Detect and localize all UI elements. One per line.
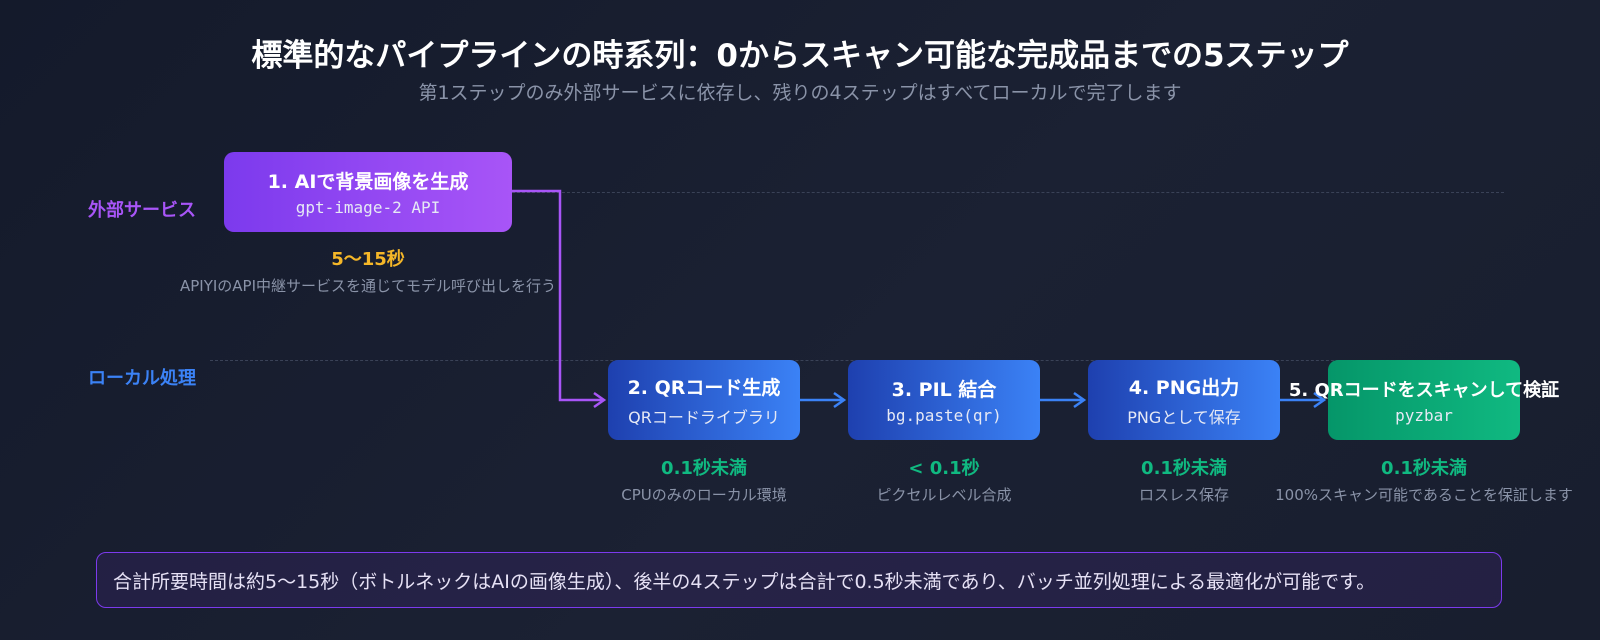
step-3-sub: bg.paste(qr) — [886, 406, 1002, 425]
step-4-timing: 0.1秒未満 — [1141, 458, 1227, 479]
arrow-head-step2 — [593, 391, 607, 409]
step-3-node: 3. PIL 結合 bg.paste(qr) — [848, 360, 1040, 440]
step-5-timing: 0.1秒未満 — [1381, 458, 1467, 479]
step-5-node: 5. QRコードをスキャンして検証 pyzbar — [1289, 360, 1559, 440]
step-3-note: ピクセルレベル合成 — [876, 486, 1012, 504]
summary-box: 合計所要時間は約5～15秒（ボトルネックはAIの画像生成）、後半の4ステップは合… — [96, 552, 1502, 608]
step-1-sub: gpt-image-2 API — [295, 198, 441, 217]
arrow-head-step3 — [833, 391, 847, 409]
step-4-note: ロスレス保存 — [1138, 486, 1229, 504]
arrow-head-step5 — [1313, 391, 1327, 409]
page-title: 標準的なパイプラインの時系列：0からスキャン可能な完成品までの5ステップ — [251, 38, 1349, 74]
step-2-node: 2. QRコード生成 QRコードライブラリ — [608, 360, 800, 440]
step-2-sub: QRコードライブラリ — [628, 407, 780, 427]
step-3-timing: < 0.1秒 — [908, 458, 980, 479]
summary-text: 合計所要時間は約5～15秒（ボトルネックはAIの画像生成）、後半の4ステップは合… — [113, 570, 1376, 593]
lane-label-local: ローカル処理 — [88, 368, 196, 389]
step-5-sub: pyzbar — [1395, 405, 1453, 425]
step-2-note: CPUのみのローカル環境 — [621, 486, 787, 504]
step-4-title: 4. PNG出力 — [1128, 376, 1240, 399]
step-5-title: 5. QRコードをスキャンして検証 — [1288, 379, 1560, 401]
arrow-head-step4 — [1073, 391, 1087, 409]
step-1-title: 1. AIで背景画像を生成 — [267, 171, 469, 193]
page-subtitle: 第1ステップのみ外部サービスに依存し、残りの4ステップはすべてローカルで完了しま… — [418, 82, 1182, 104]
step-1-note: APIYIのAPI中継サービスを通じてモデル呼び出しを行う — [179, 277, 557, 295]
step-1-node: 1. AIで背景画像を生成 gpt-image-2 API — [224, 152, 512, 232]
step-4-node: 4. PNG出力 PNGとして保存 — [1088, 360, 1280, 440]
step-2-timing: 0.1秒未満 — [661, 458, 747, 479]
lane-label-external: 外部サービス — [88, 200, 196, 221]
arrow-step1-to-step2 — [512, 189, 602, 402]
step-1-timing: 5～15秒 — [331, 249, 405, 270]
step-2-title: 2. QRコード生成 — [627, 376, 781, 399]
step-5-note: 100%スキャン可能であることを保証します — [1275, 486, 1573, 504]
step-3-title: 3. PIL 結合 — [891, 379, 997, 401]
step-4-sub: PNGとして保存 — [1127, 407, 1241, 427]
lane-divider-external — [512, 192, 1504, 193]
